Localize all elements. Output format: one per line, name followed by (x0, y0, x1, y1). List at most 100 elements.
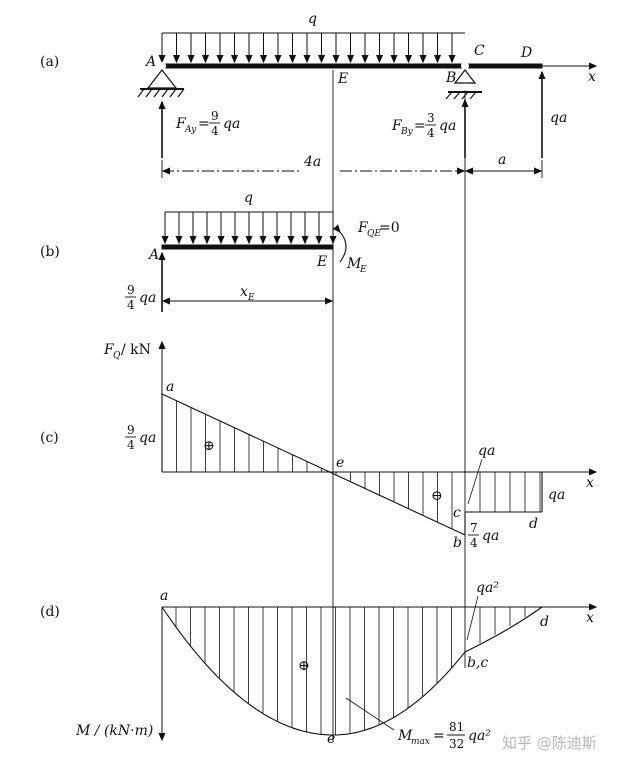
panel-b-label: (b) (40, 244, 60, 260)
svg-text:32: 32 (449, 737, 464, 751)
leader-qa2 (466, 595, 479, 641)
reaction-A-label: F Ay = 9 4 qa (175, 109, 240, 138)
shear-pt-a: a (166, 379, 174, 395)
dimension-a-label: a (498, 152, 506, 168)
shear-value-a: 9 4 qa (125, 423, 156, 452)
svg-text:qa: qa (223, 116, 240, 132)
force-D-label: qa (550, 110, 567, 126)
watermark: 知乎 @陈迪斯 (502, 734, 597, 752)
distributed-load-a (162, 32, 465, 62)
point-B-label: B (445, 70, 456, 86)
svg-text:/ kN: / kN (121, 342, 151, 358)
svg-text:qa: qa (139, 430, 156, 446)
svg-text:qa: qa (482, 528, 499, 544)
svg-text:qa: qa (439, 118, 456, 134)
shear-pt-d: d (529, 516, 538, 532)
point-E-label-b: E (316, 254, 327, 270)
panel-d: (d) x M / (kN·m) a e b,c d qa² ⊕ M max =… (40, 580, 596, 751)
svg-text:By: By (400, 127, 414, 137)
load-arrows (162, 33, 452, 62)
shear-E-label: F QE =0 (357, 220, 400, 239)
panel-d-label: (d) (40, 604, 60, 620)
svg-text:F: F (391, 118, 403, 134)
moment-value-c: qa² (476, 580, 499, 596)
panel-a: (a) q x A B C (40, 11, 596, 178)
dimension-xE-label: x E (240, 284, 255, 303)
svg-text:max: max (411, 737, 430, 747)
moment-pt-e: e (327, 731, 335, 747)
leader-mmax (345, 697, 395, 731)
svg-text:Q: Q (113, 351, 121, 361)
beam-a (161, 63, 543, 69)
shear-x-label: x (586, 475, 594, 491)
point-A-label-b: A (147, 247, 159, 263)
point-C-label: C (474, 43, 485, 59)
panel-a-label: (a) (40, 54, 59, 70)
moment-E-label: M E (346, 256, 367, 275)
dimension-4a-label: 4a (303, 154, 321, 170)
svg-text:F: F (357, 220, 369, 236)
shear-value-d: qa (548, 487, 565, 503)
moment-hatching (175, 607, 541, 735)
svg-text:4: 4 (127, 298, 135, 312)
shear-value-b: 7 4 qa (468, 521, 499, 550)
svg-text:qa: qa (139, 290, 156, 306)
moment-axis-label: M / (kN·m) (75, 723, 153, 739)
beam-b (161, 244, 334, 250)
svg-text:QE: QE (367, 229, 381, 239)
svg-text:F: F (103, 342, 115, 358)
pin-support-A (137, 62, 185, 98)
reaction-B-label: F By = 3 4 qa (391, 111, 456, 140)
negative-sign-c: ⊖ (431, 488, 443, 504)
svg-text:4: 4 (427, 126, 435, 140)
svg-text:F: F (175, 116, 187, 132)
panel-c-label: (c) (40, 430, 59, 446)
load-q-label: q (308, 11, 317, 27)
svg-text:=: = (198, 116, 210, 132)
panel-c: (c) F Q / kN x a e b c d 9 4 qa 7 4 qa (40, 342, 596, 551)
svg-text:3: 3 (427, 111, 435, 125)
svg-text:E: E (247, 293, 255, 303)
svg-text:M: M (346, 256, 362, 272)
reaction-A-label-b: 9 4 qa (125, 283, 156, 312)
point-D-label: D (520, 45, 532, 61)
moment-E-arrow (340, 232, 347, 263)
shear-pt-b: b (453, 535, 462, 551)
point-E-label: E (337, 71, 348, 87)
shear-axis-label: F Q / kN (103, 342, 151, 361)
svg-text:M: M (397, 728, 413, 744)
svg-text:81: 81 (449, 720, 464, 734)
svg-text:=: = (433, 728, 445, 744)
moment-curve-cd (464, 606, 543, 653)
shear-pt-e: e (336, 455, 344, 471)
roller-support-B (445, 62, 482, 100)
moment-x-label: x (586, 610, 594, 626)
load-arrows-b (165, 212, 333, 243)
svg-text:9: 9 (127, 423, 135, 437)
svg-text:qa²: qa² (468, 728, 491, 744)
positive-sign-d: ⊕ (298, 658, 310, 674)
svg-text:x: x (240, 284, 248, 300)
shear-hatching (161, 394, 541, 529)
svg-text:=: = (414, 118, 426, 134)
svg-text:4: 4 (211, 124, 219, 138)
shear-pt-c: c (453, 505, 461, 521)
shear-line-ab (161, 393, 466, 536)
point-A-label: A (144, 54, 156, 70)
svg-text:4: 4 (470, 536, 478, 550)
dimension-lines-a (161, 160, 543, 178)
leader-qa-c (467, 458, 483, 505)
svg-text:7: 7 (470, 521, 478, 535)
load-q-label-b: q (244, 190, 253, 206)
moment-pt-bc: b,c (467, 655, 488, 671)
panel-b: (b) q A E F QE =0 M E 9 4 qa (40, 190, 400, 312)
shear-value-c: qa (478, 443, 495, 459)
moment-pt-a: a (160, 588, 168, 604)
svg-text:9: 9 (211, 109, 219, 123)
svg-text:=0: =0 (379, 220, 400, 236)
moment-curve (161, 606, 466, 736)
mmax-label: M max = 81 32 qa² (397, 720, 491, 751)
svg-text:9: 9 (127, 283, 135, 297)
x-axis-label-a: x (588, 69, 596, 85)
